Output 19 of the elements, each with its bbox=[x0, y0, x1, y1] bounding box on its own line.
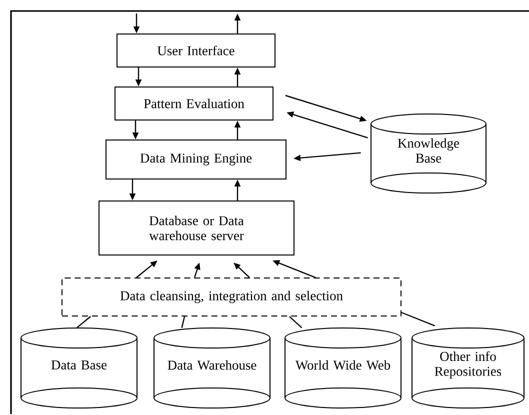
process-box: Database or Data warehouse server bbox=[98, 200, 294, 256]
connector-line bbox=[181, 316, 186, 328]
node-label: Other info Repositories bbox=[434, 351, 502, 379]
node-label: Knowledge Base bbox=[398, 138, 460, 163]
connector-line bbox=[401, 312, 436, 326]
connector-line bbox=[289, 316, 302, 328]
process-box: Pattern Evaluation bbox=[114, 86, 274, 120]
process-box: Data Mining Engine bbox=[106, 140, 286, 180]
node-label: Data Base bbox=[51, 360, 107, 370]
node-label: World Wide Web bbox=[295, 360, 390, 370]
connector-line bbox=[76, 316, 91, 328]
database-cylinder: World Wide Web bbox=[284, 328, 402, 408]
database-cylinder: Other info Repositories bbox=[412, 328, 524, 408]
node-label: Data Warehouse bbox=[168, 360, 256, 370]
database-cylinder: Data Base bbox=[20, 328, 138, 408]
database-cylinder: Data Warehouse bbox=[154, 328, 270, 408]
process-box: User Interface bbox=[116, 34, 276, 68]
dashed-process-box: Data cleansing, integration and selection bbox=[62, 278, 402, 316]
database-cylinder: Knowledge Base bbox=[370, 114, 486, 194]
